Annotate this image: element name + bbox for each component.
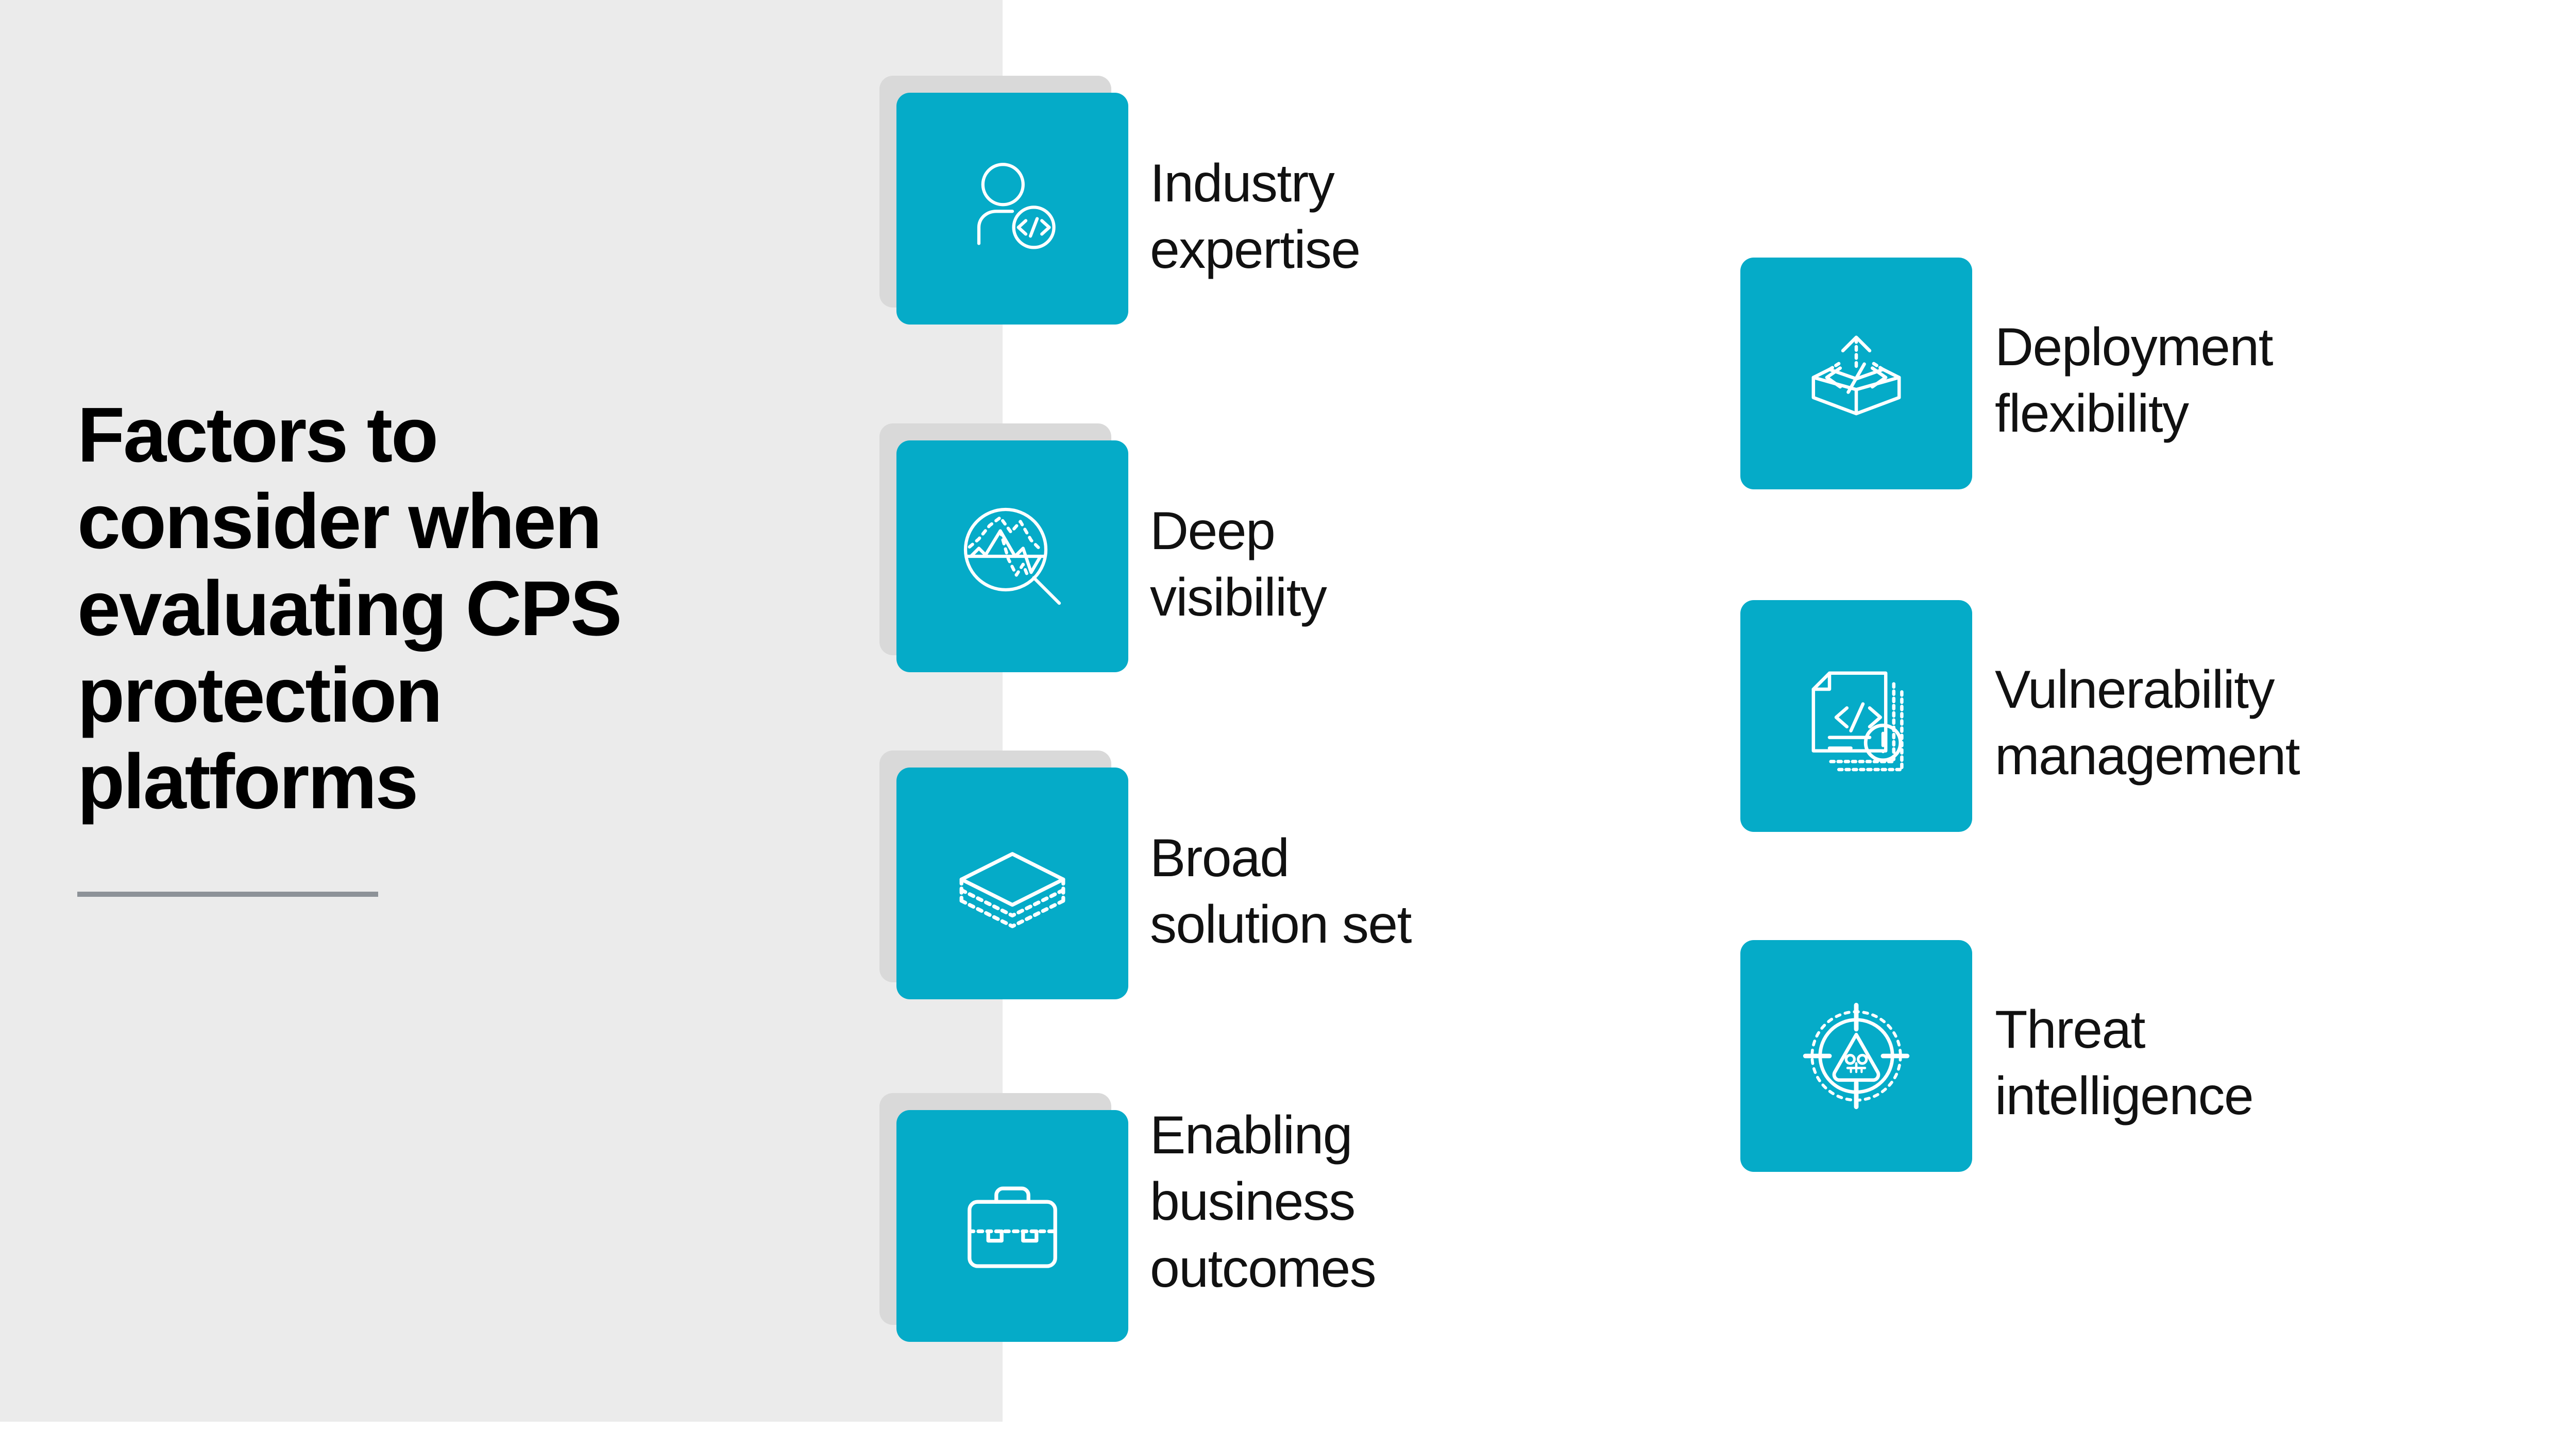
feature-label-broad-solution-set: Broad solution set: [1150, 828, 1412, 955]
open-box-code-icon: [1811, 335, 1901, 416]
feature-card-deployment-flexibility[interactable]: [1740, 258, 1972, 489]
feature-label-industry-expertise: Industry expertise: [1150, 154, 1361, 280]
feature-label-vulnerability-management: Vulnerability management: [1995, 660, 2300, 787]
crosshair-skull-icon: [1803, 1002, 1910, 1110]
briefcase-icon: [968, 1186, 1057, 1268]
feature-label-deployment-flexibility: Deployment flexibility: [1995, 317, 2274, 444]
feature-card-industry-expertise[interactable]: [896, 93, 1128, 325]
feature-card-broad-solution-set[interactable]: [896, 768, 1128, 999]
feature-label-deep-visibility: Deep visibility: [1150, 501, 1327, 628]
feature-card-enabling-business-outcomes[interactable]: [896, 1110, 1128, 1342]
feature-card-deep-visibility[interactable]: [896, 440, 1128, 672]
left-grey-panel: [0, 0, 1003, 1422]
stacked-layers-icon: [959, 852, 1065, 928]
title-divider-rule: [77, 892, 378, 897]
feature-label-enabling-business-outcomes: Enabling business outcomes: [1150, 1105, 1377, 1299]
headline-block: Factors to consider when evaluating CPS …: [77, 391, 685, 825]
feature-card-vulnerability-management[interactable]: [1740, 600, 1972, 832]
magnifier-chart-icon: [963, 507, 1061, 605]
person-code-icon: [977, 163, 1056, 249]
page-title: Factors to consider when evaluating CPS …: [77, 391, 622, 825]
feature-card-threat-intelligence[interactable]: [1740, 940, 1972, 1172]
feature-label-threat-intelligence: Threat intelligence: [1995, 1000, 2254, 1127]
document-code-alert-icon: [1811, 671, 1904, 772]
